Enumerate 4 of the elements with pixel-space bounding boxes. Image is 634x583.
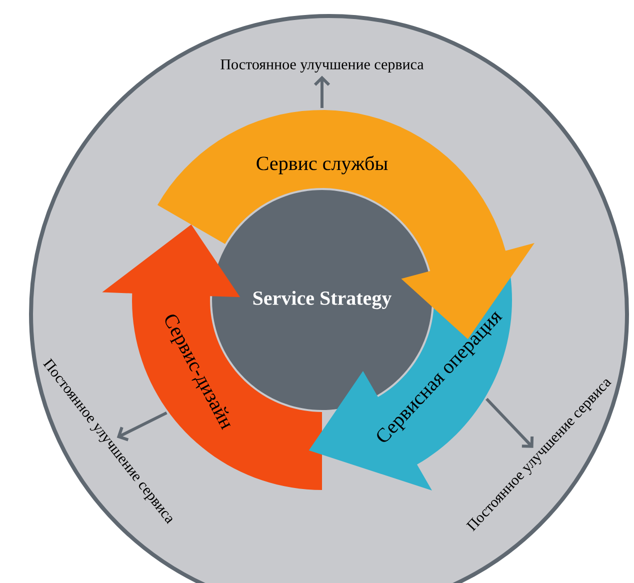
arrow: [116, 412, 168, 442]
arrow: [314, 76, 330, 108]
improvement-label: Постоянное улучшение сервиса: [220, 59, 424, 73]
arrow: [486, 398, 534, 448]
